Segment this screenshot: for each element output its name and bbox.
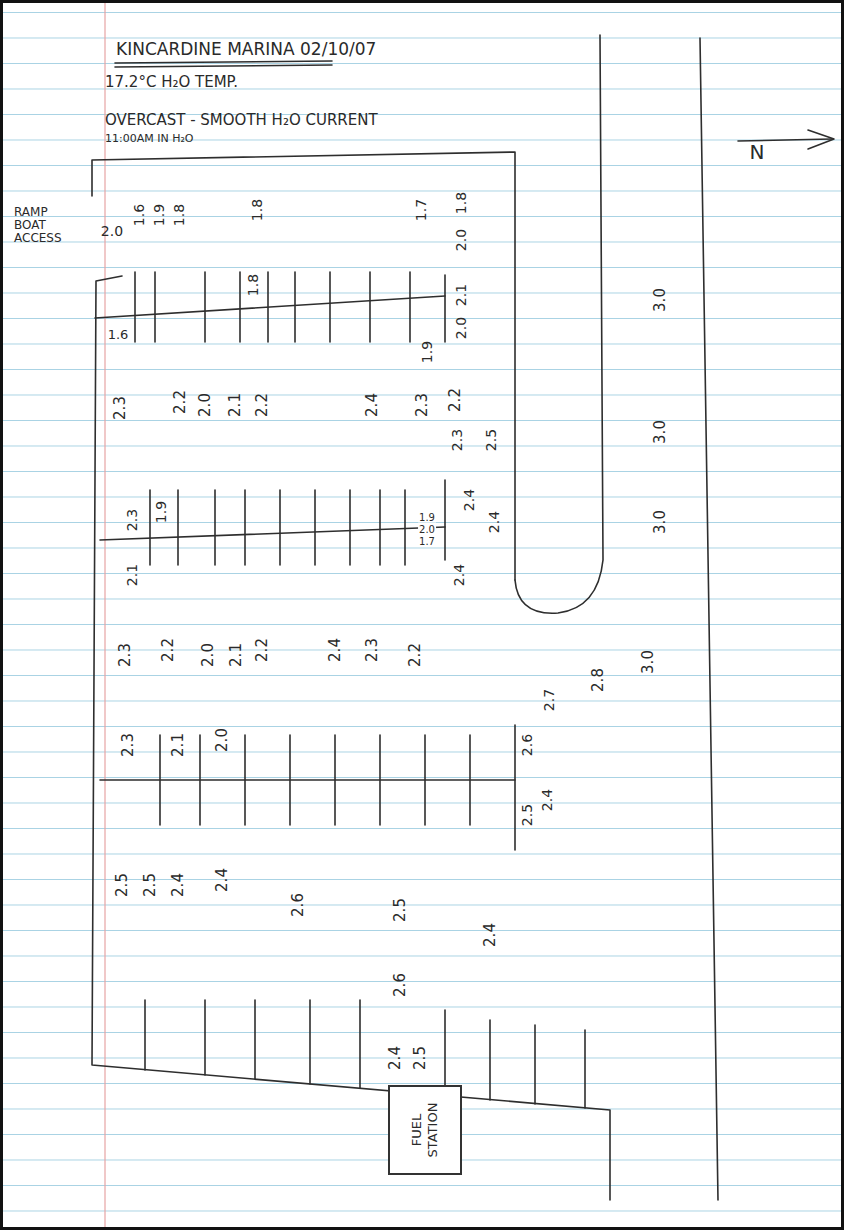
depth-sounding: 1.8 bbox=[172, 204, 187, 226]
depth-sounding: 2.1 bbox=[454, 284, 469, 306]
depth-sounding: 2.5 bbox=[114, 873, 131, 897]
depth-sounding: 1.9 bbox=[420, 341, 435, 363]
depth-sounding: 2.0 bbox=[454, 229, 469, 251]
depth-sounding: 2.4 bbox=[452, 564, 467, 586]
depth-sounding: 2.4 bbox=[170, 873, 187, 897]
depth-sounding: 1.8 bbox=[246, 274, 261, 296]
depth-sounding: 2.2 bbox=[447, 388, 464, 412]
field-note: RAMP BOAT ACCESS bbox=[14, 206, 76, 246]
depth-sounding: 2.5 bbox=[484, 429, 499, 451]
depth-sounding: 2.4 bbox=[462, 489, 477, 511]
depth-sounding: 2.2 bbox=[407, 643, 424, 667]
depth-sounding: 2.4 bbox=[214, 868, 231, 892]
depth-sounding: 2.2 bbox=[172, 390, 189, 414]
depth-sounding: 2.3 bbox=[125, 509, 140, 531]
depth-sounding: 2.4 bbox=[364, 393, 381, 417]
field-note: 11:00AM IN H₂O bbox=[105, 133, 194, 145]
depth-sounding: 2.5 bbox=[412, 1046, 429, 1070]
depth-sounding: 2.6 bbox=[290, 893, 307, 917]
depth-sounding: 2.3 bbox=[450, 429, 465, 451]
depth-sounding: 2.3 bbox=[120, 733, 137, 757]
depth-sounding: 2.4 bbox=[327, 638, 344, 662]
depth-sounding: 2.4 bbox=[387, 1046, 404, 1070]
station-label: FUEL STATION bbox=[409, 1094, 442, 1166]
fuel-station-box: FUEL STATION bbox=[388, 1085, 462, 1175]
depth-sounding: 3.0 bbox=[652, 510, 669, 534]
depth-sounding: 1.9 bbox=[154, 501, 169, 523]
depth-sounding: 2.6 bbox=[392, 973, 409, 997]
depth-sounding: 2.3 bbox=[117, 643, 134, 667]
depth-sounding: 2.4 bbox=[540, 789, 555, 811]
depth-sounding: 2.0 bbox=[197, 393, 214, 417]
depth-sounding: 2.5 bbox=[520, 804, 535, 826]
depth-sounding: 2.1 bbox=[170, 733, 187, 757]
map-title: KINCARDINE MARINA 02/10/07 bbox=[116, 40, 376, 59]
depth-sounding: 1.6 bbox=[132, 204, 147, 226]
depth-sounding: 2.3 bbox=[112, 396, 129, 420]
field-note: N bbox=[750, 141, 765, 163]
depth-sounding: 1.9 bbox=[152, 204, 167, 226]
depth-sounding: 2.4 bbox=[487, 511, 502, 533]
depth-sounding: 2.5 bbox=[392, 898, 409, 922]
depth-sounding: 2.0 bbox=[200, 643, 217, 667]
depth-sounding: 2.1 bbox=[228, 643, 245, 667]
depth-sounding: 3.0 bbox=[652, 420, 669, 444]
depth-sounding: 2.7 bbox=[542, 689, 557, 711]
depth-sounding: 2.0 bbox=[214, 728, 231, 752]
depth-sounding: 1.7 bbox=[414, 199, 429, 221]
depth-sounding: 2.3 bbox=[414, 393, 431, 417]
depth-sounding: 2.5 bbox=[142, 873, 159, 897]
depth-sounding: 2.6 bbox=[520, 734, 535, 756]
depth-sounding: 3.0 bbox=[652, 288, 669, 312]
depth-sounding: 2.4 bbox=[482, 923, 499, 947]
depth-sounding: 2.8 bbox=[590, 668, 607, 692]
depth-sounding: 2.2 bbox=[254, 393, 271, 417]
field-note: OVERCAST - SMOOTH H₂O CURRENT bbox=[105, 112, 378, 129]
depth-sounding: 2.2 bbox=[254, 638, 271, 662]
depth-sounding: 2.1 bbox=[227, 393, 244, 417]
depth-sounding: 2.0 bbox=[418, 524, 436, 535]
depth-sounding: 1.8 bbox=[250, 199, 265, 221]
depth-sounding: 2.3 bbox=[364, 638, 381, 662]
depth-sounding: 2.2 bbox=[160, 638, 177, 662]
depth-sounding: 1.7 bbox=[418, 536, 436, 547]
depth-sounding: 1.9 bbox=[418, 512, 436, 523]
depth-sounding: 2.0 bbox=[454, 317, 469, 339]
depth-sounding: 2.0 bbox=[101, 224, 123, 239]
depth-sounding: 3.0 bbox=[640, 650, 657, 674]
depth-sounding: 1.8 bbox=[454, 192, 469, 214]
depth-sounding: 2.1 bbox=[125, 564, 140, 586]
field-note: 17.2°C H₂O TEMP. bbox=[105, 74, 238, 91]
depth-sounding: 1.6 bbox=[108, 328, 129, 342]
